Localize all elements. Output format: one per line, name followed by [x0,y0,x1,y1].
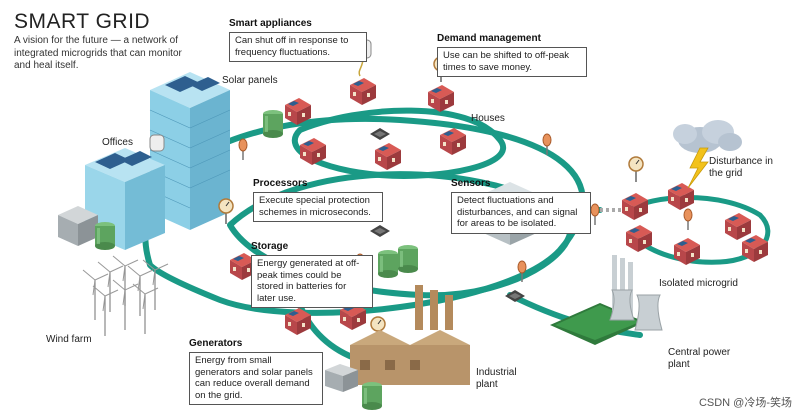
house-icon [428,85,454,112]
callout-text: Energy from small generators and solar p… [189,352,323,405]
meter-icon [628,156,644,183]
label-central-power-plant: Central power plant [668,347,731,370]
callout-heading: Storage [251,241,289,252]
watermark: CSDN @冷场-笑场 [698,397,792,409]
callout-generators: Generators Energy from small generators … [189,338,323,405]
label-industrial-plant: Industrial plant [476,367,517,390]
sensor-icon [238,138,248,161]
grid-line-house-loop [291,107,506,179]
storage-batteries [378,245,418,278]
lightning-icon [687,147,709,189]
small-generator [325,364,358,392]
callout-text: Can shut off in response to frequency fl… [229,32,367,62]
callout-heading: Demand management [437,33,541,44]
smart-plug-icon [149,134,165,152]
wind-turbine-icon [127,265,154,317]
battery-icon [378,250,398,278]
label-offices: Offices [102,137,133,148]
wind-turbine-icon [92,285,119,337]
callout-heading: Processors [253,178,308,189]
house-icon [440,128,466,155]
callout-processors: Processors Execute special protection sc… [253,178,383,222]
label-wind-farm: Wind farm [46,334,92,345]
battery-icon [362,382,382,410]
house-icon [622,193,648,220]
house-icon [350,78,376,105]
callout-storage: Storage Energy generated at off-peak tim… [251,241,373,308]
diagram-title: SMART GRID [14,10,151,33]
office-generator [58,206,98,246]
processor-chip-icon [370,128,390,140]
battery-icon [263,110,283,138]
callout-smart-appliances: Smart appliances Can shut off in respons… [229,18,367,62]
callout-text: Execute special protection schemes in mi… [253,192,383,222]
callout-heading: Sensors [451,178,491,189]
office-tower [149,72,231,230]
callout-demand-management: Demand management Use can be shifted to … [437,33,587,77]
house-icon [725,213,751,240]
label-isolated-microgrid: Isolated microgrid [659,278,738,289]
diagram-subtitle: A vision for the future — a network of i… [14,35,182,71]
callout-sensors: Sensors Detect fluctuations and disturba… [451,178,591,234]
label-houses: Houses [471,113,505,124]
house-icon [668,183,694,210]
office-building [85,148,165,250]
wind-turbine-icon [132,283,159,335]
cloud-icon [673,120,742,153]
callout-text: Energy generated at off-peak times could… [251,255,373,308]
label-solar-panels: Solar panels [222,75,278,86]
label-disturbance: Disturbance in the grid [709,156,773,179]
wind-turbine-icon [97,261,124,313]
callout-text: Use can be shifted to off-peak times to … [437,47,587,77]
industrial-plant [350,285,470,385]
processor-chip-icon [370,225,390,237]
central-power-plant [550,255,663,345]
sensor-icon [683,208,693,231]
house-icon [375,143,401,170]
battery-icon [95,222,115,250]
callout-heading: Generators [189,338,243,349]
callout-heading: Smart appliances [229,18,312,29]
callout-text: Detect fluctuations and disturbances, an… [451,192,591,234]
battery-icon [398,245,418,273]
sensor-icon [590,203,600,226]
